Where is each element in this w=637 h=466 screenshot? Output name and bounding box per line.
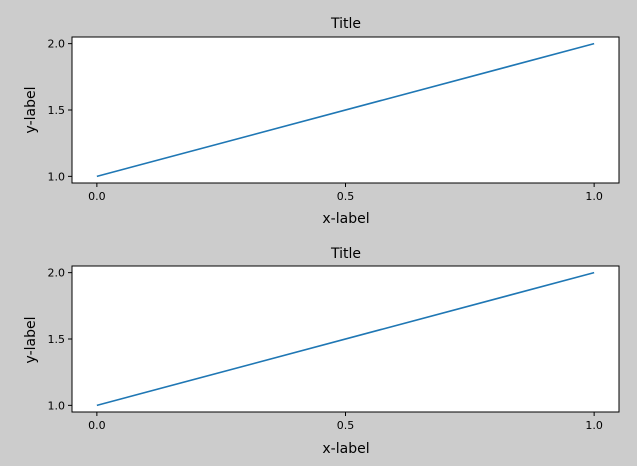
x-tick-label: 0.0: [88, 419, 106, 432]
x-tick-label: 1.0: [585, 419, 603, 432]
x-tick-label: 0.5: [337, 419, 355, 432]
tick-group: 0.0 0.5 1.0 1.0 1.5 2.0: [48, 38, 603, 203]
line-group: [96, 271, 595, 407]
x-tick-label: 0.0: [88, 190, 106, 203]
y-tick-label: 1.0: [48, 399, 66, 412]
subplot-top: Title 0.0 0.5 1.0 1.0 1.5 2.0 x-label y-label: [23, 16, 620, 227]
subplot-bottom: Title 0.0 0.5 1.0 1.0 1.5 2.0 x-label y-label: [23, 246, 620, 457]
subplot-title: Title: [330, 16, 361, 32]
series-line: [96, 271, 595, 407]
x-axis-label: x-label: [322, 211, 369, 227]
x-axis-label: x-label: [322, 441, 369, 457]
y-axis-label: y-label: [23, 87, 39, 134]
y-tick-label: 1.5: [48, 333, 66, 346]
y-tick-label: 2.0: [48, 267, 66, 280]
subplot-title: Title: [330, 246, 361, 262]
tick-group: 0.0 0.5 1.0 1.0 1.5 2.0: [48, 267, 603, 432]
y-tick-label: 2.0: [48, 38, 66, 51]
y-axis-label: y-label: [23, 317, 39, 364]
y-tick-label: 1.5: [48, 104, 66, 117]
x-tick-label: 1.0: [585, 190, 603, 203]
x-tick-label: 0.5: [337, 190, 355, 203]
series-line: [96, 42, 595, 178]
y-tick-label: 1.0: [48, 170, 66, 183]
line-group: [96, 42, 595, 178]
